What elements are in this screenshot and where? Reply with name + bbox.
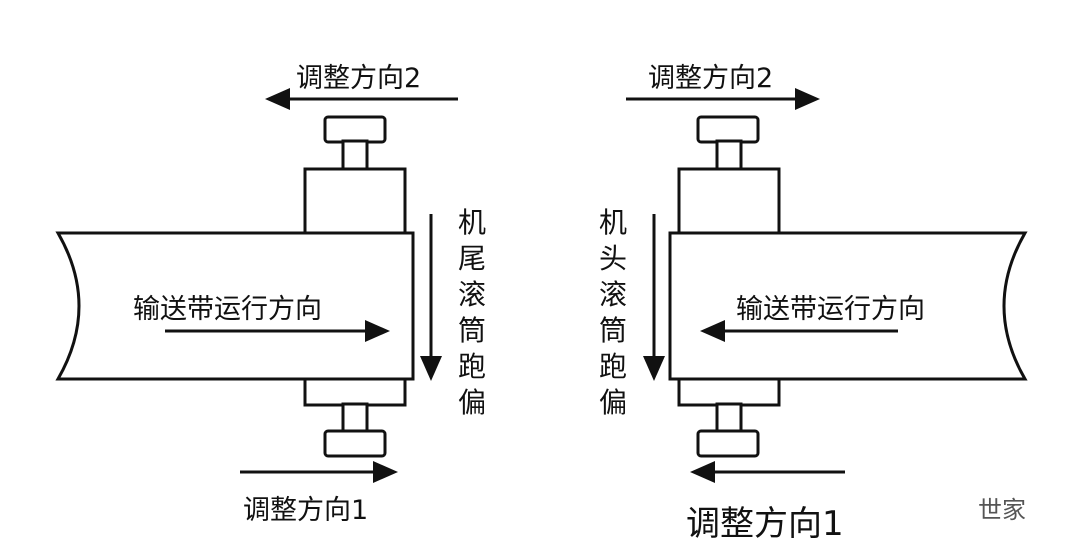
- left-bottom-stem: [341, 402, 369, 435]
- left-bottom-adjust-arrow: [240, 461, 398, 483]
- right-bottom-adjust-label: 调整方向1: [686, 504, 844, 544]
- right-top-bearing-block: [677, 167, 781, 236]
- right-side-deviation-arrow: [643, 214, 665, 381]
- right-bottom-knob: [696, 429, 760, 458]
- left-top-adjust-arrow: [265, 88, 458, 110]
- right-bottom-stem: [715, 402, 743, 435]
- right-side-deviation-label: 机头滚筒跑偏: [598, 206, 627, 419]
- left-panel-drawing: [55, 88, 458, 483]
- right-top-knob: [696, 115, 760, 144]
- watermark-text: 世家: [978, 496, 1026, 524]
- left-bottom-adjust-label: 调整方向1: [243, 495, 369, 526]
- right-top-adjust-arrow: [626, 88, 820, 110]
- left-belt-direction-arrow: [165, 320, 390, 342]
- left-bottom-knob: [323, 429, 387, 458]
- right-conveyor-belt: [668, 231, 1028, 381]
- right-bottom-bearing-block: [677, 375, 781, 407]
- left-bottom-bearing-block: [303, 375, 407, 407]
- left-side-deviation-label: 机尾滚筒跑偏: [457, 206, 486, 419]
- left-top-bearing-block: [303, 167, 407, 236]
- left-top-stem: [341, 139, 369, 172]
- right-panel-drawing: [626, 88, 1028, 483]
- left-top-knob: [323, 115, 387, 144]
- right-belt-direction-label: 输送带运行方向: [736, 294, 925, 325]
- right-bottom-adjust-arrow: [690, 461, 845, 483]
- right-belt-direction-arrow: [700, 320, 898, 342]
- right-top-adjust-label: 调整方向2: [648, 63, 774, 94]
- left-conveyor-belt: [55, 231, 415, 381]
- left-belt-direction-label: 输送带运行方向: [133, 294, 322, 325]
- left-side-deviation-arrow: [420, 214, 442, 381]
- right-top-stem: [715, 139, 743, 172]
- left-top-adjust-label: 调整方向2: [296, 63, 422, 94]
